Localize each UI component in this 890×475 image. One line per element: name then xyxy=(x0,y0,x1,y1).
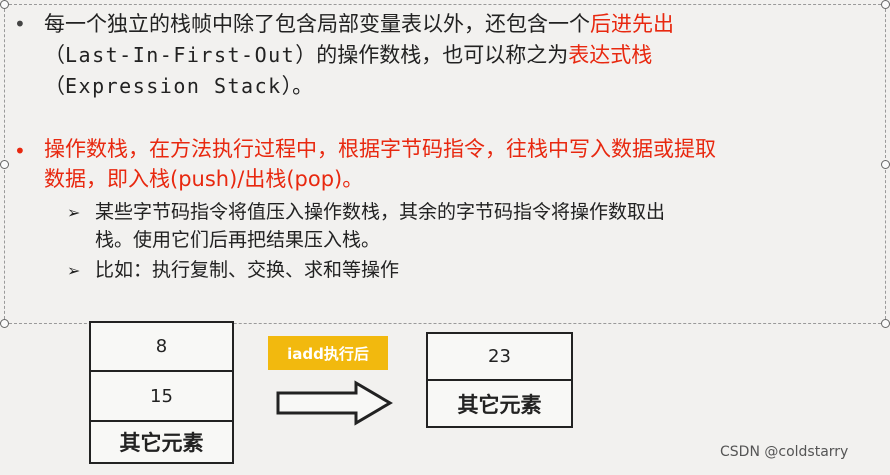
bullet-1-paren-open-2: （ xyxy=(44,74,65,98)
subitem-1-line-1: 某些字节码指令将值压入操作数栈，其余的字节码指令将操作数取出 xyxy=(95,201,666,223)
stack-before-cell-bottom: 其它元素 xyxy=(119,431,204,455)
watermark: CSDN @coldstarry xyxy=(720,444,849,460)
stack-before-cell-top: 8 xyxy=(91,323,232,372)
bullet-2-line-1: 操作数栈，在方法执行过程中，根据字节码指令，往栈中写入数据或提取 xyxy=(44,137,716,161)
stack-before-cell-middle: 15 xyxy=(91,372,232,422)
bullet-1-text-b: ）的操作数栈，也可以称之为 xyxy=(295,43,569,67)
bullet-1-expr-term: Expression Stack xyxy=(65,74,282,98)
resize-handle-top-left[interactable] xyxy=(0,0,9,9)
bullet-1-marker: • xyxy=(14,12,26,36)
stack-after-cell-top: 23 xyxy=(428,334,571,381)
bullet-1-line-2: （Last-In-First-Out）的操作数栈，也可以称之为表达式栈 xyxy=(44,40,652,70)
resize-handle-bottom-left[interactable] xyxy=(0,319,9,328)
bullet-1-paren-open: （ xyxy=(44,43,65,67)
resize-handle-right[interactable] xyxy=(881,160,890,169)
right-arrow-icon xyxy=(276,380,393,426)
resize-handle-bottom-right[interactable] xyxy=(881,319,890,328)
stack-before: 8 15 其它元素 xyxy=(89,321,234,464)
subitem-1-line-2: 栈。使用它们后再把结果压入栈。 xyxy=(95,229,381,251)
stack-after: 23 其它元素 xyxy=(426,332,573,428)
bullet-1-red-lifo: 后进先出 xyxy=(590,12,674,36)
subitem-2-marker: ➢ xyxy=(67,261,81,280)
bullet-1-line-1: 每一个独立的栈帧中除了包含局部变量表以外，还包含一个后进先出 xyxy=(44,9,674,39)
subitem-2-line-1: 比如：执行复制、交换、求和等操作 xyxy=(95,259,400,281)
bullet-1-red-expr-stack: 表达式栈 xyxy=(568,43,653,67)
bullet-1-text-a: 每一个独立的栈帧中除了包含局部变量表以外，还包含一个 xyxy=(44,12,590,36)
bullet-1-paren-close: ）。 xyxy=(281,74,314,98)
subitem-1-marker: ➢ xyxy=(67,203,81,222)
text-box[interactable] xyxy=(0,0,890,328)
bullet-2-line-2: 数据，即入栈(push)/出栈(pop)。 xyxy=(44,167,364,191)
bullet-2-marker: • xyxy=(14,139,26,163)
iadd-label-badge: iadd执行后 xyxy=(268,336,388,370)
bullet-1-lifo-term: Last-In-First-Out xyxy=(65,43,296,67)
resize-handle-left[interactable] xyxy=(0,160,9,169)
bullet-1-line-3: （Expression Stack）。 xyxy=(44,71,313,101)
stack-after-cell-bottom: 其它元素 xyxy=(457,392,542,417)
resize-handle-top-right[interactable] xyxy=(881,0,890,9)
